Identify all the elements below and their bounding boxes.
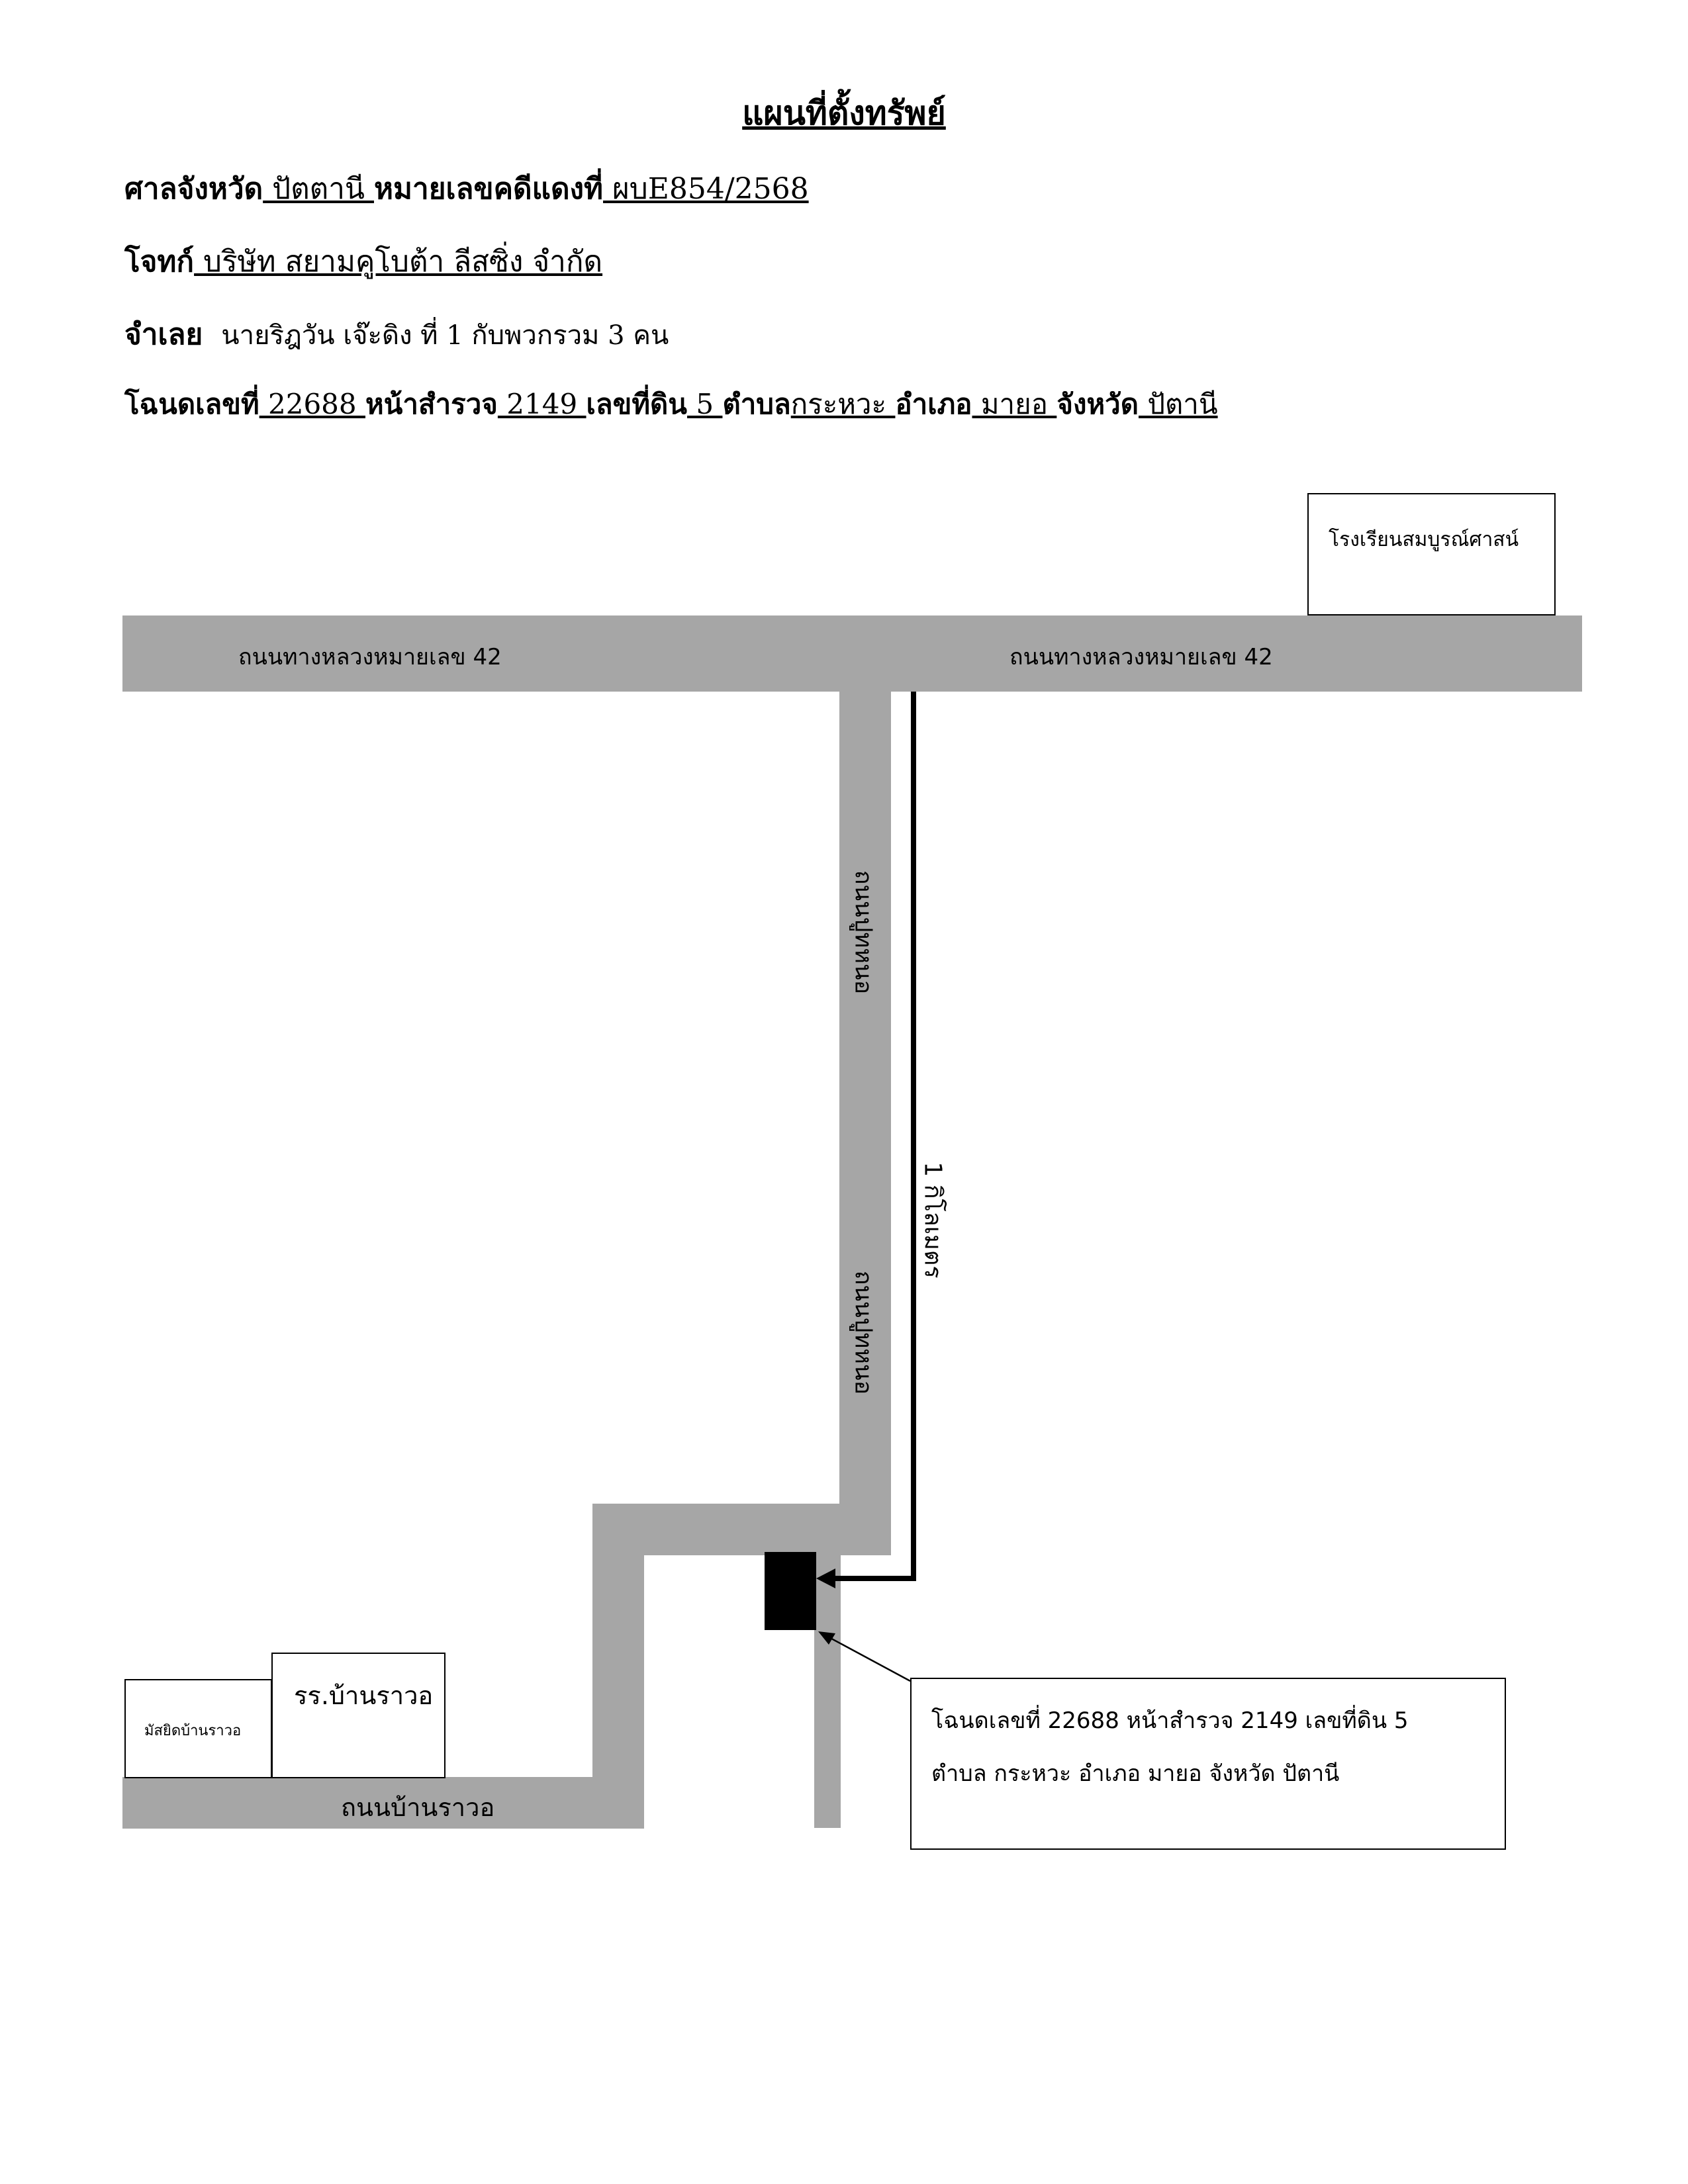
- defendant-label: จำเลย: [124, 318, 203, 351]
- deed-info-box: โฉนดเลขที่ 22688 หน้าสำรวจ 2149 เลขที่ดิ…: [910, 1678, 1506, 1850]
- route-arrowhead: [816, 1569, 835, 1588]
- mosque-label: มัสยิดบ้านราวอ: [144, 1723, 242, 1739]
- road-left-vertical: [592, 1504, 644, 1828]
- road-bottom: [122, 1777, 644, 1829]
- plaintiff-line: โจทก์ บริษัท สยามคูโบต้า ลีสซิ่ง จำกัด: [124, 238, 602, 285]
- deed-info-line2: ตำบล กระหวะ อำเภอ มายอ จังหวัด ปัตานี: [931, 1760, 1340, 1787]
- survey-label: หน้าสำรวจ: [365, 388, 498, 420]
- road-stub: [814, 1555, 841, 1828]
- subdistrict-label: ตำบล: [722, 388, 791, 420]
- subdistrict-value: กระหวะ: [790, 388, 896, 420]
- distance-label: 1 กิโลเมตร: [919, 1161, 947, 1279]
- deed-line: โฉนดเลขที่ 22688 หน้าสำรวจ 2149 เลขที่ดิ…: [124, 383, 1218, 426]
- page-title: แผนที่ตั้งทรัพย์: [742, 93, 946, 132]
- highway-left-label: ถนนทางหลวงหมายเลข 42: [238, 644, 502, 670]
- case-label: หมายเลขคดีแดงที่: [374, 172, 604, 206]
- school-top-label: โรงเรียนสมบูรณ์ศาสน์: [1329, 528, 1519, 551]
- plaintiff-value: บริษัท สยามคูโบต้า ลีสซิ่ง จำกัด: [194, 245, 603, 279]
- pointer-arrowhead: [818, 1631, 835, 1645]
- deed-info-line1: โฉนดเลขที่ 22688 หน้าสำรวจ 2149 เลขที่ดิ…: [931, 1707, 1409, 1734]
- survey-value: 2149: [497, 388, 586, 420]
- pointer-line: [823, 1633, 911, 1682]
- district-value: มายอ: [972, 388, 1057, 420]
- district-label: อำเภอ: [895, 388, 972, 420]
- defendant-line: จำเลย นายริฎวัน เจ๊ะดิง ที่ 1 กับพวกรวม …: [124, 311, 669, 357]
- mosque-box: มัสยิดบ้านราวอ: [124, 1679, 272, 1778]
- court-label: ศาลจังหวัด: [124, 172, 263, 206]
- province-label: จังหวัด: [1056, 388, 1139, 420]
- case-value: ผบE854/2568: [603, 172, 809, 206]
- deed-value: 22688: [259, 388, 365, 420]
- school-bottom-label: รร.บ้านราวอ: [294, 1681, 434, 1710]
- court-line: ศาลจังหวัด ปัตตานี หมายเลขคดีแดงที่ ผบE8…: [124, 165, 809, 212]
- land-label: เลขที่ดิน: [586, 388, 687, 420]
- road-vertical: [839, 692, 891, 1555]
- road-bottom-label: ถนนบ้านราวอ: [341, 1793, 495, 1822]
- province-value: ปัตานี: [1139, 388, 1218, 420]
- defendant-value: นายริฎวัน เจ๊ะดิง ที่ 1 กับพวกรวม 3 คน: [221, 320, 669, 351]
- land-value: 5: [687, 388, 723, 420]
- court-value: ปัตตานี: [263, 172, 374, 206]
- route-line: [824, 692, 916, 1581]
- school-top-box: โรงเรียนสมบูรณ์ศาสน์: [1307, 493, 1556, 615]
- plaintiff-label: โจทก์: [124, 245, 195, 279]
- highway-42: [122, 615, 1582, 692]
- school-bottom-box: รร.บ้านราวอ: [271, 1653, 445, 1778]
- highway-right-label: ถนนทางหลวงหมายเลข 42: [1009, 644, 1273, 670]
- deed-label: โฉนดเลขที่: [124, 388, 259, 420]
- property-marker: [765, 1552, 816, 1630]
